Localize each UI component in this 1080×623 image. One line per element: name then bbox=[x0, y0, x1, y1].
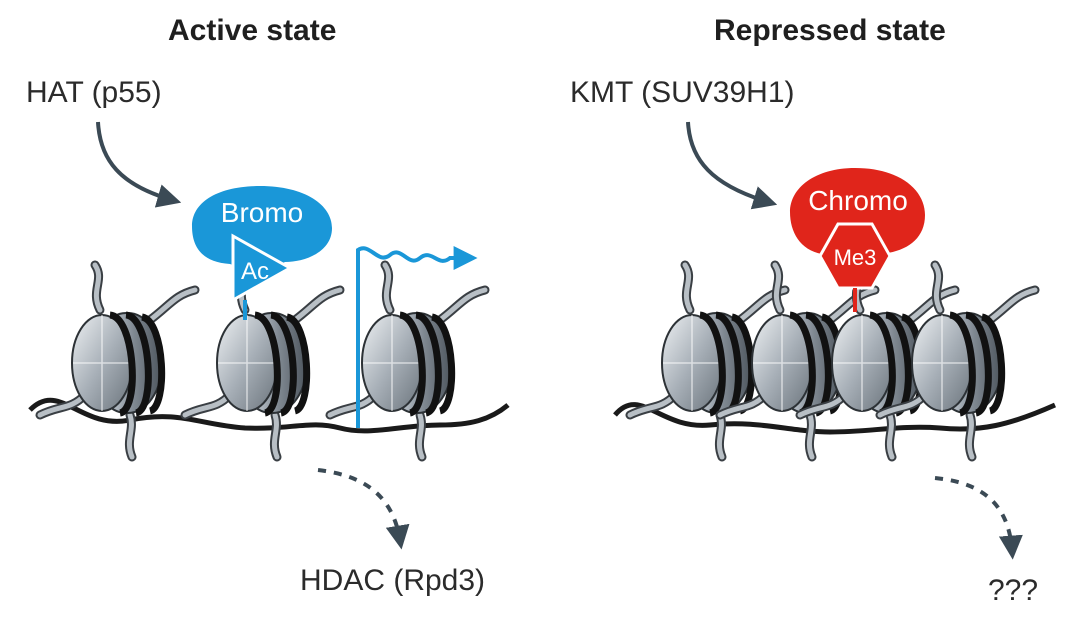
repressed-state-title: Repressed state bbox=[714, 14, 946, 47]
ac-label: Ac bbox=[241, 258, 269, 285]
transcript-wave-icon bbox=[356, 246, 478, 428]
me3-mark bbox=[818, 222, 892, 290]
writer-arrow-repressed bbox=[686, 121, 778, 210]
hat-label: HAT (p55) bbox=[26, 76, 162, 109]
ac-mark bbox=[231, 233, 294, 303]
bromo-label: Bromo bbox=[221, 197, 303, 228]
nucleosome-icon bbox=[40, 265, 195, 457]
active-state-title: Active state bbox=[168, 14, 337, 47]
eraser-arrow-repressed bbox=[934, 476, 1023, 560]
hdac-label: HDAC (Rpd3) bbox=[300, 564, 486, 597]
eraser-arrow-active bbox=[317, 468, 410, 550]
unknown-eraser-label: ??? bbox=[988, 574, 1039, 607]
chromo-label: Chromo bbox=[808, 185, 908, 216]
bromo-domain: Bromo Ac bbox=[192, 186, 332, 320]
chromo-domain: Chromo Me3 bbox=[790, 168, 925, 312]
me3-label: Me3 bbox=[834, 245, 877, 270]
kmt-label: KMT (SUV39H1) bbox=[570, 76, 795, 109]
writer-arrow-active bbox=[96, 121, 182, 208]
